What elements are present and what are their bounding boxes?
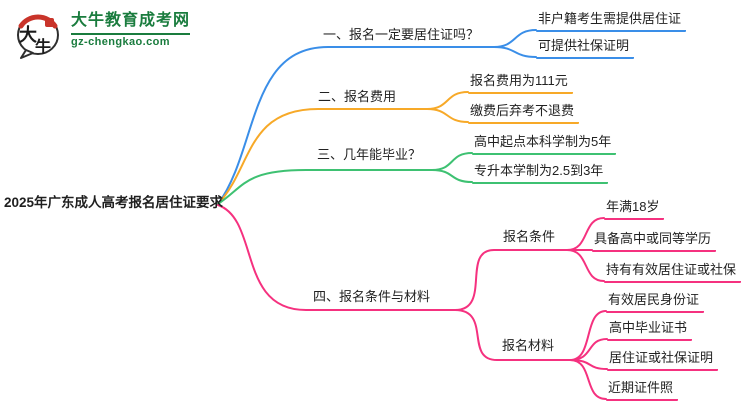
- leaf-node: 高中毕业证书: [607, 320, 693, 341]
- logo-bubble-icon: 大 牛: [17, 14, 59, 59]
- site-logo: 大 牛 大牛教育成考网 gz-chengkao.com: [14, 11, 191, 59]
- branch-1-lines: [217, 29, 537, 205]
- material-leaf-4-line: [569, 359, 607, 400]
- branch-2-leaf-2-line: [426, 108, 469, 123]
- leaf-node: 近期证件照: [606, 380, 679, 401]
- branch-2-line: [217, 108, 428, 205]
- leaf-node: 居住证或社保证明: [607, 350, 719, 371]
- branch-3-lines: [217, 152, 473, 205]
- leaf-node: 可提供社保证明: [536, 38, 635, 59]
- logo-char-1: 大: [19, 24, 37, 45]
- branch-2-lines: [217, 91, 469, 205]
- leaf-node: 缴费后弃考不退费: [468, 103, 580, 124]
- branch-4-line: [217, 204, 456, 311]
- leaf-node: 持有有效居住证或社保: [604, 262, 742, 283]
- branch-1-leaf-1-line: [493, 29, 537, 48]
- logo-seal: [45, 18, 54, 27]
- logo-text-block: 大牛教育成考网 gz-chengkao.com: [71, 11, 191, 49]
- branch-1-line: [217, 46, 495, 205]
- site-name: 大牛教育成考网: [71, 12, 191, 29]
- site-domain: gz-chengkao.com: [71, 33, 191, 49]
- logo-char-2: 牛: [35, 37, 51, 56]
- branch-3-leaf-1-line: [431, 152, 473, 171]
- condition-group-node: 报名条件: [503, 229, 556, 244]
- material-leaf-2-line: [569, 338, 608, 361]
- branch-2-leaf-1-line: [426, 91, 469, 110]
- leaf-node: 非户籍考生需提供居住证: [536, 11, 687, 32]
- leaf-node: 具备高中或同等学历: [592, 231, 717, 252]
- leaf-node: 专升本学制为2.5到3年: [472, 163, 609, 184]
- condition-leaf-3-line: [566, 249, 605, 282]
- branch-4-node: 四、报名条件与材料: [313, 289, 431, 304]
- leaf-node: 报名费用为111元: [468, 73, 573, 94]
- branch-3-leaf-2-line: [431, 169, 473, 183]
- branch-3-line: [217, 169, 433, 205]
- branch-1-leaf-2-line: [493, 46, 537, 58]
- leaf-node: 有效居民身份证: [606, 292, 705, 313]
- leaf-node: 高中起点本科学制为5年: [472, 134, 617, 155]
- root-node: 2025年广东成人高考报名居住证要求: [4, 195, 224, 210]
- leaf-node: 年满18岁: [604, 199, 665, 220]
- branch-3-node: 三、几年能毕业？: [317, 147, 422, 162]
- branch-2-node: 二、报名费用: [318, 89, 397, 104]
- branch-4-group-2-line: [454, 309, 571, 361]
- material-group-node: 报名材料: [502, 338, 555, 353]
- branch-1-node: 一、报名一定要居住证吗？: [323, 27, 480, 42]
- branch-4-group-1-line: [454, 249, 568, 311]
- branch-4-lines: [217, 204, 608, 400]
